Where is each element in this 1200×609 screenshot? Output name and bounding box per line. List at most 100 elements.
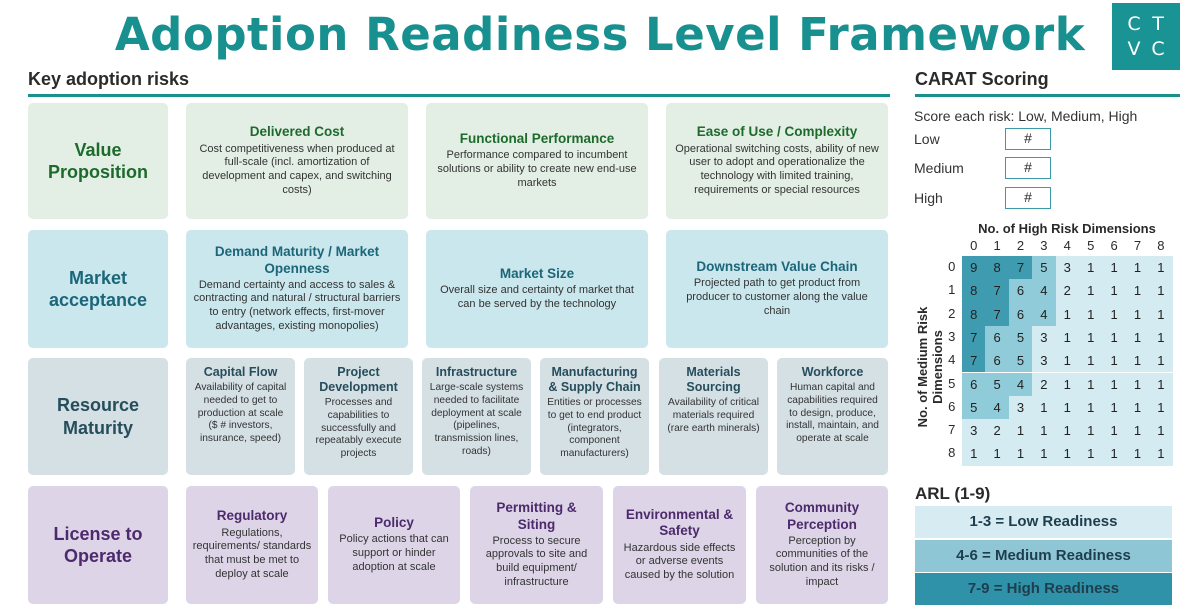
ctvc-logo: C T V C	[1112, 3, 1180, 70]
heatmap-cell: 1	[1125, 442, 1150, 466]
heatmap-cell: 1	[1149, 395, 1173, 420]
risk-title: Materials Sourcing	[686, 365, 741, 394]
category-label: License to Operate	[53, 523, 143, 567]
value-proposition-category: Value Proposition	[28, 103, 168, 219]
heatmap-cell: 1	[1149, 302, 1173, 326]
risk-title: Market Size	[499, 266, 575, 282]
heatmap-x-tick: 1	[993, 238, 1001, 253]
heatmap-cell: 6	[1008, 279, 1033, 303]
logo-letter: C	[1151, 38, 1165, 61]
scoring-instruction: Score each risk: Low, Medium, High	[914, 108, 1138, 124]
arl-high-readiness: 7-9 = High Readiness	[915, 573, 1172, 605]
risk-description: Availability of capital needed to get to…	[194, 382, 287, 444]
heatmap-x-tick: 2	[1016, 238, 1025, 253]
heatmap-cell: 1	[1079, 372, 1103, 396]
heatmap-cell: 4	[1032, 302, 1056, 326]
score-label-high: High	[914, 190, 943, 206]
heatmap-cell: 1	[1149, 256, 1173, 280]
heatmap-cell: 1	[1055, 442, 1079, 466]
score-label-low: Low	[914, 131, 940, 147]
heatmap-cell: 8	[962, 279, 986, 303]
risk-title: Environmental & Safety	[625, 507, 734, 539]
heatmap-cell: 4	[985, 395, 1009, 420]
risk-description: Large-scale systems needed to facilitate…	[429, 382, 524, 457]
heatmap-cell: 4	[1008, 372, 1033, 396]
resource-maturity-category: Resource Maturity	[28, 358, 168, 475]
risk-title: Functional Performance	[459, 131, 615, 147]
heatmap-cell: 1	[1055, 419, 1079, 443]
heatmap-cell: 7	[985, 302, 1009, 326]
heatmap-cell: 5	[1008, 325, 1033, 350]
risk-title: Delivered Cost	[249, 124, 345, 140]
heatmap-cell: 8	[962, 302, 986, 326]
heatmap-cell: 1	[1102, 419, 1126, 443]
risk-description: Human capital and capabilities required …	[786, 382, 879, 444]
heatmap-cell: 1	[1149, 279, 1173, 303]
risk-description: Operational switching costs, ability of …	[675, 142, 879, 196]
heatmap-y-tick: 8	[948, 445, 956, 461]
heatmap-x-tick: 5	[1087, 238, 1095, 253]
risk-description: Performance compared to incumbent soluti…	[437, 149, 637, 189]
logo-letter: T	[1152, 12, 1164, 35]
score-input-low[interactable]: #	[1005, 128, 1051, 150]
heatmap-cell: 1	[1125, 419, 1150, 443]
heatmap-cell: 1	[1125, 279, 1150, 303]
heatmap-cell: 1	[1032, 419, 1056, 443]
divider	[28, 94, 890, 97]
heatmap-cell: 2	[1032, 372, 1056, 396]
heatmap-cell: 5	[1008, 349, 1033, 373]
heatmap-cell: 1	[1055, 395, 1079, 420]
heatmap-cell: 1	[1102, 325, 1126, 350]
category-label: Market acceptance	[48, 267, 148, 311]
score-input-high[interactable]: #	[1005, 187, 1051, 209]
heatmap-cell: 6	[1008, 302, 1033, 326]
heatmap-x-tick: 0	[970, 238, 978, 253]
arl-medium-readiness: 4-6 = Medium Readiness	[915, 540, 1172, 572]
heatmap-cell: 7	[962, 325, 986, 350]
category-label: Value Proposition	[48, 139, 148, 183]
heatmap-cell: 1	[1055, 325, 1079, 350]
heatmap-cell: 1	[1149, 419, 1173, 443]
heatmap-y-tick: 0	[948, 259, 956, 274]
heatmap-x-tick: 4	[1063, 238, 1071, 253]
logo-letter: V	[1127, 38, 1141, 61]
heatmap-x-tick: 7	[1133, 238, 1142, 253]
heatmap-cell: 1	[1102, 442, 1126, 466]
heatmap-cell: 1	[1149, 349, 1173, 373]
heatmap-cell: 1	[1102, 395, 1126, 420]
risk-title: Ease of Use / Complexity	[696, 124, 858, 140]
heatmap-cell: 6	[985, 325, 1009, 350]
risk-description: Availability of critical materials requi…	[667, 397, 760, 434]
risk-title: Project Development	[319, 365, 398, 394]
risk-title: Demand Maturity / Market Openness	[214, 244, 380, 276]
heatmap-cell: 1	[1125, 256, 1150, 280]
heatmap-cell: 1	[1055, 349, 1079, 373]
risk-description: Regulations, requirements/ standards tha…	[192, 526, 312, 580]
risk-title: Workforce	[801, 365, 864, 379]
risk-description: Perception by communities of the solutio…	[769, 534, 875, 588]
heatmap-cell: 1	[1079, 349, 1103, 373]
heatmap-cell: 9	[962, 256, 986, 280]
arl-heading: ARL (1-9)	[915, 484, 991, 503]
heatmap-cell: 6	[985, 349, 1009, 373]
heatmap-cell: 4	[1032, 279, 1056, 303]
heatmap-cell: 1	[1125, 395, 1150, 420]
heatmap-y-tick: 6	[948, 398, 956, 414]
risk-description: Processes and capabilities to successful…	[315, 397, 402, 459]
heatmap-cell: 1	[1149, 372, 1173, 396]
heatmap-x-tick: 3	[1040, 238, 1048, 253]
heatmap-cell: 3	[962, 419, 986, 443]
heatmap-cell: 1	[1079, 279, 1103, 303]
heatmap-y-tick: 7	[948, 422, 956, 438]
score-input-medium[interactable]: #	[1005, 157, 1051, 179]
risk-title: Community Perception	[784, 500, 860, 532]
heatmap-cell: 1	[1032, 395, 1056, 420]
